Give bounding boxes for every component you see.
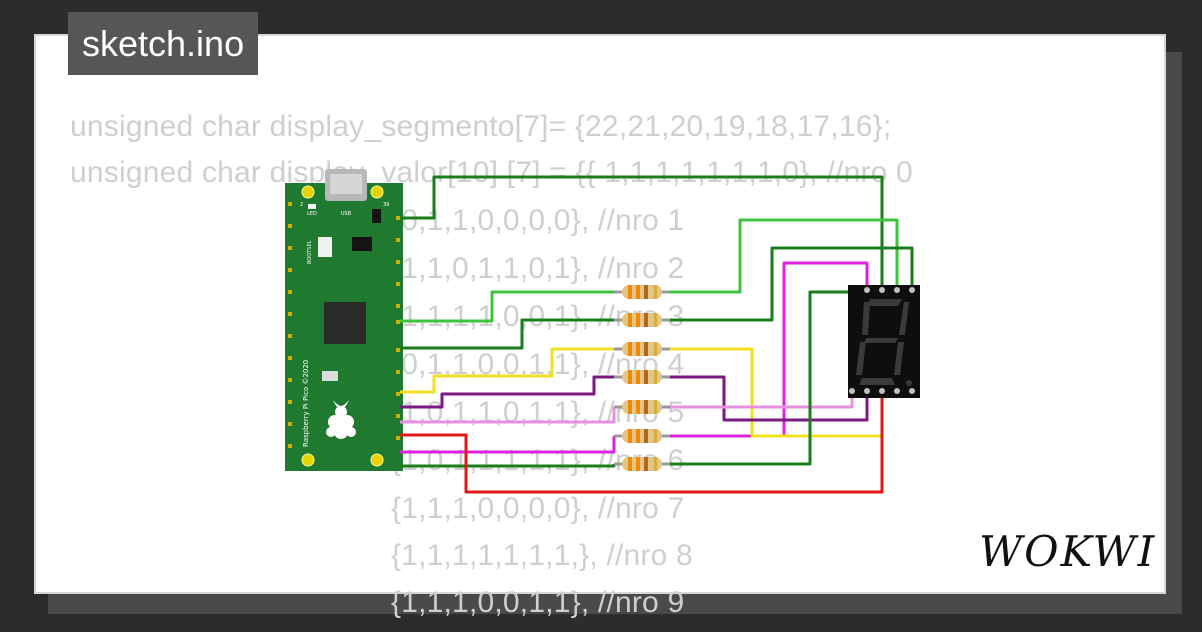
resistor[interactable] — [614, 400, 670, 414]
resistor[interactable] — [614, 313, 670, 327]
led-label: LED — [307, 211, 317, 217]
usb-label: USB — [341, 211, 352, 217]
resistor[interactable] — [614, 285, 670, 299]
file-name-tag: sketch.ino — [68, 12, 259, 75]
wokwi-logo: WOKWI — [979, 527, 1156, 576]
chip — [372, 209, 381, 223]
wokwi-logo-text: WOKWI — [979, 527, 1156, 576]
code-line: {0,1,1,0,0,0,0}, //nro 1 — [391, 204, 685, 237]
wire-red — [400, 391, 884, 494]
code-line: {1,0,1,1,1,1,1}, //nro 6 — [391, 444, 685, 477]
mount-hole — [301, 453, 315, 467]
pin-header-right — [396, 216, 400, 440]
display-pins-top — [864, 287, 915, 293]
wire-magenta — [400, 436, 616, 454]
bootsel-label: BOOTSEL — [307, 240, 313, 264]
mount-hole — [370, 185, 384, 199]
display-pins-bottom — [849, 388, 915, 394]
wires — [400, 175, 914, 494]
wire-dark-green — [670, 246, 914, 322]
board-silkscreen: Raspberry Pi Pico ©2020 — [302, 360, 310, 447]
code-line: {1,1,1,0,0,0,0}, //nro 7 — [391, 492, 685, 525]
resistor[interactable] — [614, 429, 670, 443]
rp2040-chip — [324, 302, 366, 344]
pico-board[interactable]: USB LED 2 39 BOOTSEL Raspberry Pi Pico ©… — [285, 169, 403, 471]
resistor[interactable] — [614, 457, 670, 471]
wire-dark-green — [400, 175, 884, 289]
wire-magenta — [670, 261, 869, 438]
segments — [856, 299, 912, 386]
wire-dark-green — [400, 318, 614, 350]
pin-label-39: 39 — [383, 202, 389, 208]
resistor[interactable] — [614, 370, 670, 384]
code-line: unsigned char display_segmento[7]= {22,2… — [70, 110, 892, 143]
code-line: {1,1,1,0,0,1,1}, //nro 9 — [391, 586, 685, 619]
pin-label-2: 2 — [300, 202, 303, 208]
raspberry-logo-icon — [326, 400, 356, 439]
wire-light-green — [670, 218, 899, 294]
code-line: {1,1,1,1,0,0,1}, //nro 3 — [391, 300, 685, 333]
seven-segment-display[interactable] — [848, 285, 920, 398]
wire-pink — [400, 407, 616, 424]
resistor[interactable] — [614, 342, 670, 356]
code-line: {1,1,0,1,1,0,1}, //nro 2 — [391, 252, 685, 285]
pin-header-left — [288, 202, 292, 448]
wire-light-green — [400, 290, 614, 323]
mount-hole — [301, 185, 315, 199]
bootsel-button[interactable] — [318, 237, 332, 257]
wire-dark-green — [400, 464, 616, 468]
wire-pink — [670, 391, 854, 409]
mount-hole — [370, 453, 384, 467]
wire-yellow — [400, 347, 614, 394]
preview-card: unsigned char display_segmento[7]= {22,2… — [34, 34, 1166, 619]
resistors — [614, 285, 670, 471]
wire-purple — [400, 375, 614, 409]
led — [308, 204, 316, 209]
wire-purple — [670, 375, 869, 422]
code-line: {1,1,1,1,1,1,1,}, //nro 8 — [391, 539, 693, 572]
